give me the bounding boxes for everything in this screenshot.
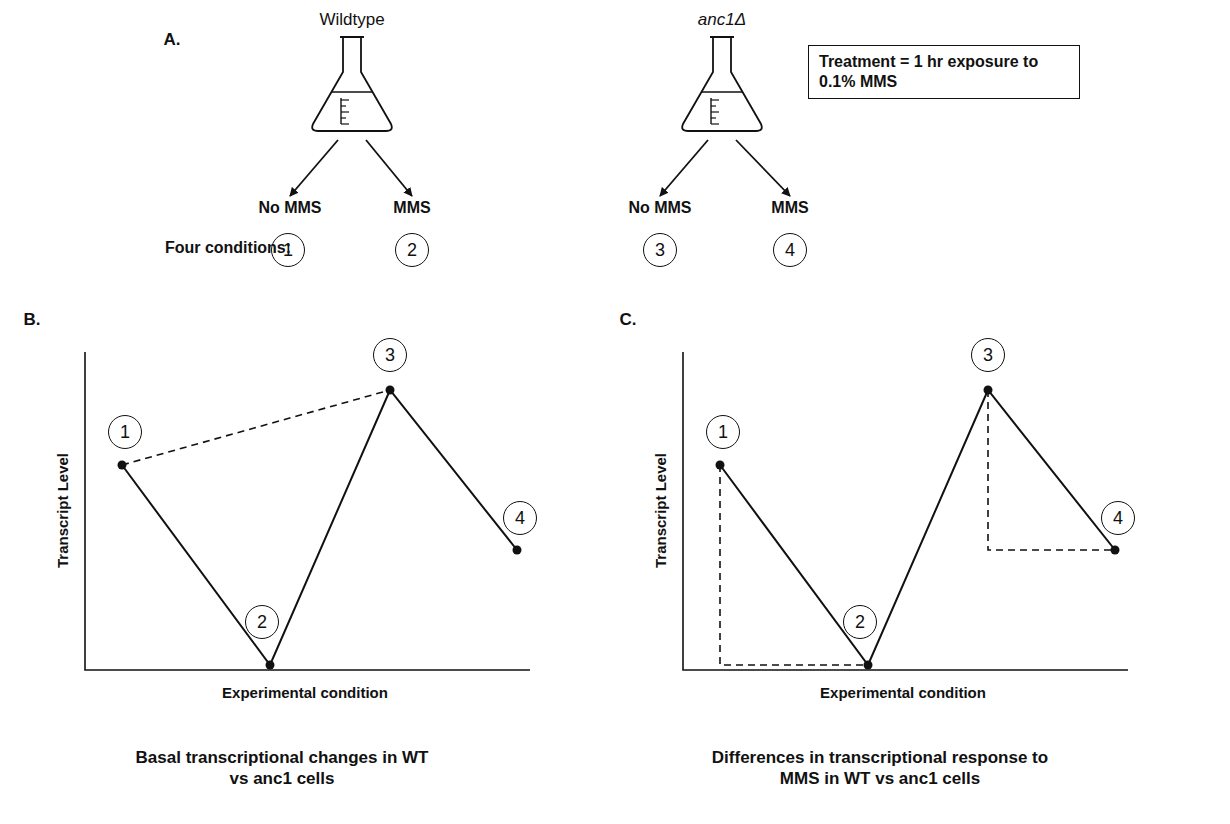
node-text: 3 [655, 240, 665, 261]
dashed-guide [988, 390, 1115, 550]
flask-drawing [677, 34, 767, 134]
panel-letter: C. [620, 310, 637, 330]
node-text: MMS [393, 199, 430, 217]
node-text: anc1Δ [672, 10, 772, 30]
condition-number: 4 [773, 233, 807, 267]
condition-label: No MMS [626, 199, 693, 217]
data-point [513, 546, 522, 555]
node-text: Treatment = 1 hr exposure to 0.1% MMS [819, 52, 1069, 92]
node-text: 4 [1113, 508, 1123, 529]
condition-number: 4 [1101, 501, 1135, 535]
node-text: No MMS [628, 199, 691, 217]
panel-letter: A. [164, 30, 181, 50]
row-label: Four conditions: [165, 239, 291, 257]
arrow [290, 140, 338, 196]
condition-number: 2 [395, 233, 429, 267]
data-point [864, 661, 873, 670]
node-text: MMS [771, 199, 808, 217]
flask-drawing [307, 34, 397, 134]
condition-number: 2 [245, 605, 279, 639]
condition-number: 4 [503, 501, 537, 535]
data-point [984, 386, 993, 395]
data-point [716, 461, 725, 470]
arrows [290, 140, 790, 196]
axis-title: Transcript Level [54, 452, 71, 567]
axis-title: Transcript Level [652, 452, 669, 567]
data-line [720, 390, 1115, 665]
panel-letter: B. [24, 310, 41, 330]
condition-number: 3 [373, 338, 407, 372]
axis-title: Experimental condition [820, 684, 986, 701]
condition-number: 3 [643, 233, 677, 267]
dashed-guide [720, 465, 868, 665]
data-point [386, 386, 395, 395]
condition-label: No MMS [256, 199, 323, 217]
data-line [122, 390, 517, 665]
culture-flask: Wildtype [302, 10, 402, 134]
node-text: 2 [407, 240, 417, 261]
chart-axes [85, 352, 530, 670]
culture-flask: anc1Δ [672, 10, 772, 134]
data-point [118, 461, 127, 470]
arrow [366, 140, 412, 196]
arrow [736, 140, 790, 196]
condition-number: 1 [108, 415, 142, 449]
condition-number: 2 [843, 605, 877, 639]
node-text: 1 [718, 422, 728, 443]
arrow [660, 140, 708, 196]
treatment-box: Treatment = 1 hr exposure to 0.1% MMS [808, 45, 1080, 99]
node-text: No MMS [258, 199, 321, 217]
node-text: 3 [385, 345, 395, 366]
condition-number: 1 [706, 415, 740, 449]
caption: Differences in transcriptional response … [690, 747, 1070, 790]
dashed-guide [122, 390, 390, 465]
node-text: Wildtype [302, 10, 402, 30]
node-text: 4 [515, 508, 525, 529]
node-text: 2 [855, 612, 865, 633]
node-text: 2 [257, 612, 267, 633]
node-text: 4 [785, 240, 795, 261]
caption: Basal transcriptional changes in WT vs a… [127, 747, 437, 790]
line-charts [85, 352, 1128, 670]
axis-title: Experimental condition [222, 684, 388, 701]
chart-axes [683, 352, 1128, 670]
data-point [266, 661, 275, 670]
node-text: 3 [983, 345, 993, 366]
condition-label: MMS [391, 199, 432, 217]
condition-number: 3 [971, 338, 1005, 372]
data-point [1111, 546, 1120, 555]
node-text: 1 [120, 422, 130, 443]
condition-label: MMS [769, 199, 810, 217]
